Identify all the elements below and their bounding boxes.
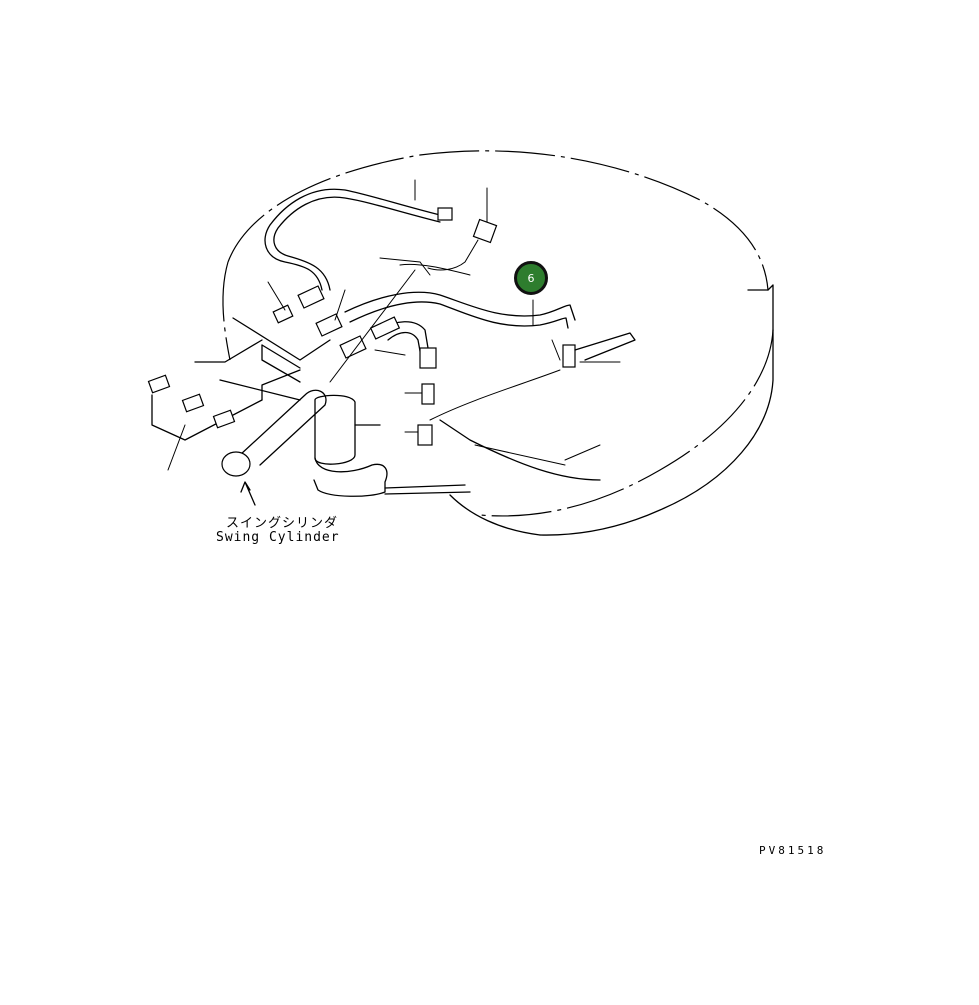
fitting-g (417, 424, 433, 446)
fitting-h (562, 344, 576, 368)
swing-cylinder-label-jp: スイングシリンダ (226, 516, 339, 531)
fitting-d (272, 304, 294, 324)
revolving-frame (222, 150, 774, 536)
callout-badge: 6 (514, 261, 548, 295)
hose-fitting (419, 347, 437, 369)
cylinder-end (221, 451, 251, 477)
left-plugs (147, 339, 301, 471)
fitting-f (421, 383, 435, 405)
right-fitting (551, 332, 636, 368)
callout-number: 6 (527, 271, 535, 285)
valve-fittings (232, 281, 406, 383)
fitting-a (297, 285, 325, 309)
fitting-b (315, 313, 343, 337)
elbow-fitting (472, 218, 498, 244)
plug-3 (212, 409, 236, 429)
drawing-number: PV81518 (759, 844, 827, 857)
plug-1 (147, 374, 171, 394)
fitting-e (369, 316, 401, 340)
center-fittings (329, 269, 435, 446)
swing-cylinder-shape (221, 389, 471, 506)
plug-2 (181, 393, 205, 413)
fitting-c (339, 335, 367, 359)
swing-cylinder-label-en: Swing Cylinder (216, 530, 340, 545)
upper-pipe (264, 179, 498, 291)
pipe-end-fitting (437, 207, 453, 221)
